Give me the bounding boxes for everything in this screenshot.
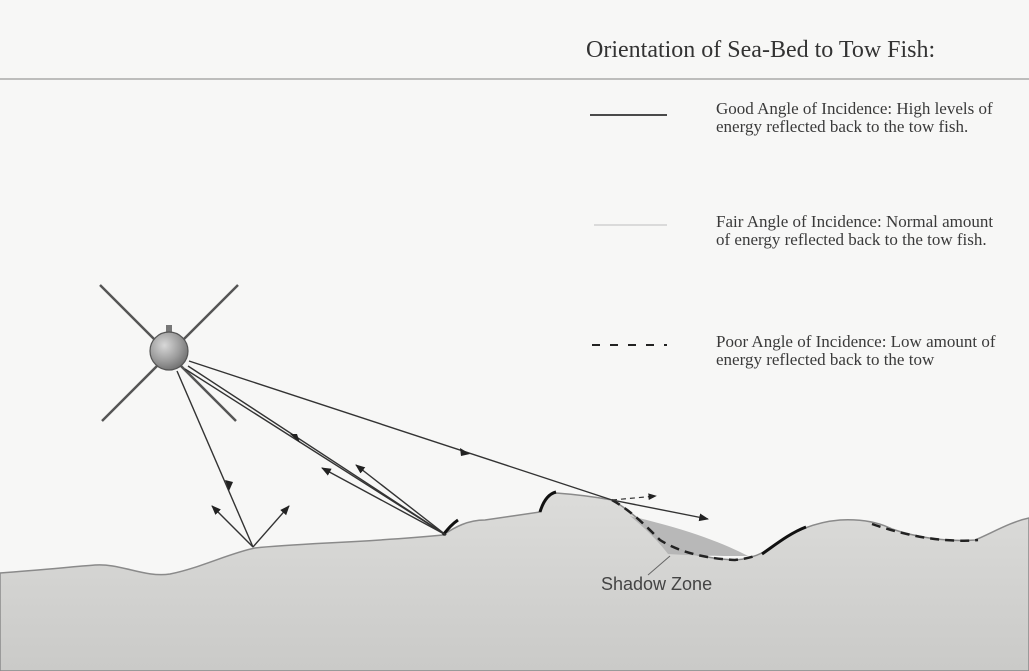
poor-incidence-slope: [611, 498, 759, 562]
beam-reflection: [321, 467, 447, 536]
legend-good-description: Good Angle of Incidence: High levels of …: [716, 99, 993, 136]
poor-incidence-slope: [871, 522, 979, 542]
tow-fish-icon: [149, 331, 189, 371]
shadow-zone-label: Shadow Zone: [601, 574, 713, 594]
beam-reflection: [355, 464, 447, 536]
seabed-area: [0, 492, 1029, 671]
tow-fish-tow-point: [166, 325, 172, 334]
beam-reflection: [211, 505, 254, 548]
beam-direction-arrow: [460, 448, 470, 456]
good-incidence-slope: [538, 490, 557, 513]
beam-reflection: [611, 499, 709, 522]
beam-scatter: [611, 493, 657, 501]
diagram-title: Orientation of Sea-Bed to Tow Fish:: [586, 37, 936, 63]
shadow-zone-area: [630, 516, 748, 556]
legend-fair-description: Fair Angle of Incidence: Normal amount o…: [716, 212, 994, 249]
good-incidence-slope: [761, 525, 807, 556]
beam-direction-arrow: [225, 480, 233, 491]
beam-to-slope: [187, 365, 447, 536]
beam-reflection: [252, 505, 290, 548]
legend-poor-description: Poor Angle of Incidence: Low amount of e…: [716, 332, 996, 369]
beam-direction-arrow: [290, 434, 300, 443]
beam-to-near-seabed: [176, 370, 254, 548]
shadow-zone-leader: [647, 555, 671, 576]
beam-to-far-seabed: [188, 360, 613, 501]
